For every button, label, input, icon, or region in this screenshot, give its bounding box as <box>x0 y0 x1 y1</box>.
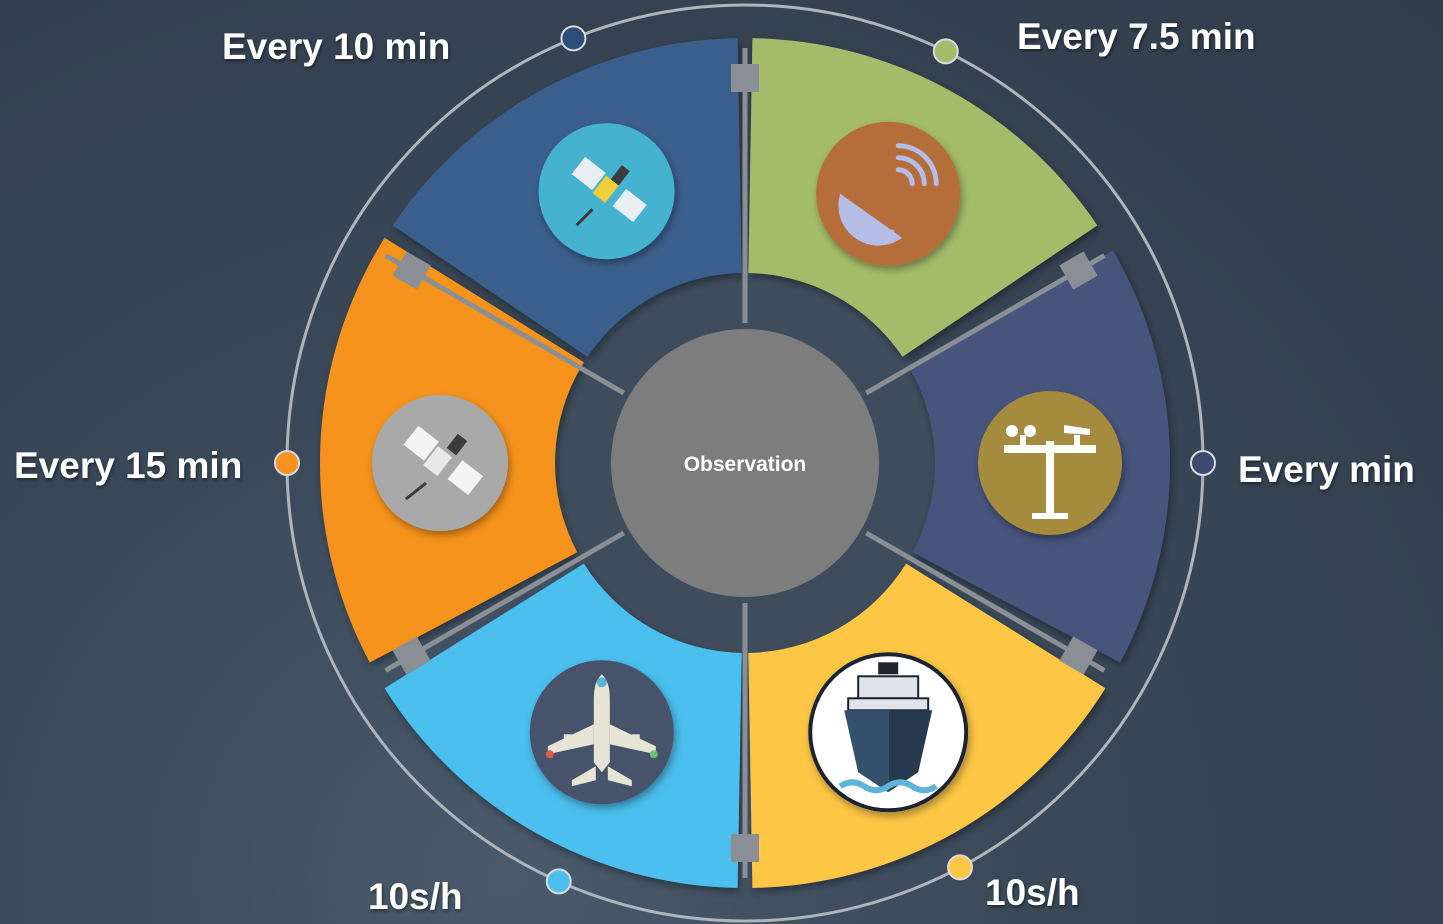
weather-station-icon <box>978 391 1122 535</box>
spoke-5 <box>384 253 626 396</box>
spoke-block-0 <box>731 64 759 92</box>
label-ship: 10s/h <box>985 872 1080 913</box>
ring-dot-polar-satellite <box>274 450 300 476</box>
radar-dish-icon <box>816 121 961 266</box>
spoke-block-5 <box>392 251 431 290</box>
label-geo-satellite: Every 10 min <box>222 26 451 67</box>
satellite-metal-icon <box>372 395 508 531</box>
ship-icon <box>808 652 969 813</box>
label-aircraft: 10s/h <box>368 876 463 917</box>
center-title: Observation <box>684 453 807 476</box>
label-radar: Every 7.5 min <box>1017 16 1256 57</box>
spoke-2 <box>864 530 1106 673</box>
spoke-block-4 <box>392 636 431 675</box>
ring-dot-radar <box>932 38 959 65</box>
spoke-1 <box>864 253 1106 396</box>
ring-dot-aircraft <box>545 868 572 895</box>
ring-dot-surface-station <box>1190 450 1216 476</box>
satellite-icon <box>538 123 675 260</box>
center-circle <box>611 329 879 597</box>
ring-dot-geo-satellite <box>560 25 587 52</box>
spoke-4 <box>384 530 626 673</box>
airplane-icon <box>529 660 674 805</box>
label-polar-satellite: Every 15 min <box>14 445 243 486</box>
spoke-block-3 <box>731 834 759 862</box>
ring-dot-ship <box>947 854 974 881</box>
label-surface-station: Every min <box>1238 449 1415 490</box>
spoke-block-2 <box>1059 636 1098 675</box>
spoke-block-1 <box>1059 251 1098 290</box>
center-hub: Observation <box>611 329 879 597</box>
